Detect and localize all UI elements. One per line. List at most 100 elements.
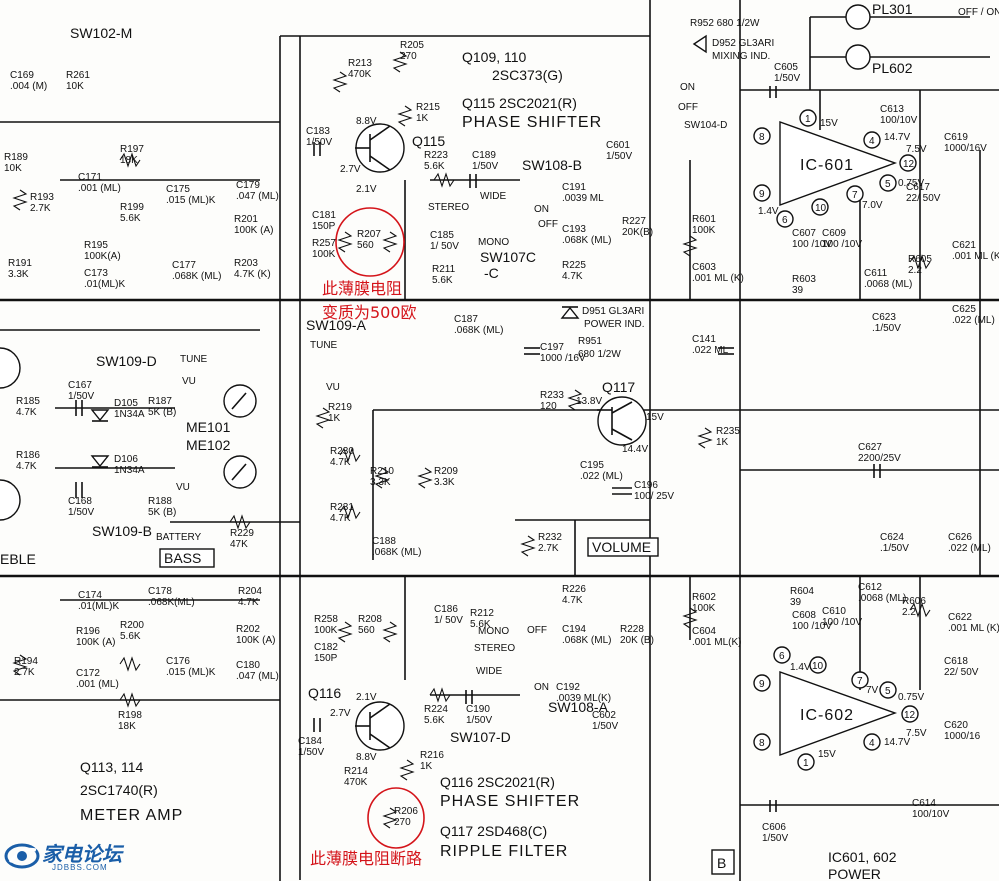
component-ref: C189 xyxy=(472,150,496,161)
component-value: 4.7K xyxy=(330,513,351,524)
component-ref: R231 xyxy=(330,502,354,513)
wide-upper: WIDE xyxy=(480,191,506,202)
passive-component-marks xyxy=(12,51,931,829)
component-ref: R185 xyxy=(16,396,40,407)
volume-label: VOLUME xyxy=(592,539,651,555)
block-b-label: B xyxy=(717,855,726,871)
me101-label: ME101 xyxy=(186,419,231,435)
component-value: 1/50V xyxy=(306,137,332,148)
q115-vb: 2.7V xyxy=(340,164,361,175)
sw104d-label: SW104-D xyxy=(684,120,727,131)
component-value: .047 (ML) xyxy=(236,191,279,202)
component-ref: C622 xyxy=(948,612,972,623)
stereo-lower: STEREO xyxy=(474,643,515,654)
component-ref: C617 xyxy=(906,182,930,193)
component-ref: R204 xyxy=(238,586,262,597)
component-ref: C175 xyxy=(166,184,190,195)
pl602-label: PL602 xyxy=(872,60,913,76)
q117-vb: 13.8V xyxy=(576,396,602,407)
component-value: .001 (ML) xyxy=(76,679,119,690)
component-ref: C611 xyxy=(864,268,888,279)
ic602-pin: 6 xyxy=(779,651,785,662)
ic601-pin: 7 xyxy=(852,190,858,201)
ic601-volt: 14.7V xyxy=(884,132,910,143)
watermark-logo: 家电论坛 JDBBS.COM xyxy=(4,836,154,878)
component-value: 1/50V xyxy=(68,391,94,402)
r951-val: 680 1/2W xyxy=(578,349,621,360)
component-value: 150P xyxy=(312,221,336,232)
component-ref: C627 xyxy=(858,442,882,453)
q115-title: Q115 2SC2021(R) xyxy=(462,95,577,111)
component-value: 100K (A) xyxy=(236,635,275,646)
ic601-volt: 7.0V xyxy=(862,200,883,211)
ic601-pin: 12 xyxy=(903,159,915,170)
component-value: .047 (ML) xyxy=(236,671,279,682)
component-ref: R232 xyxy=(538,532,562,543)
component-ref: C618 xyxy=(944,656,968,667)
component-ref: R229 xyxy=(230,528,254,539)
q117-title: Q117 2SD468(C) xyxy=(440,823,547,839)
component-ref: R197 xyxy=(120,144,144,155)
component-ref: R212 xyxy=(470,608,494,619)
component-value: .001 ML(K) xyxy=(692,637,741,648)
component-value: 1000/16V xyxy=(944,143,987,154)
diode-marks xyxy=(90,34,707,468)
ic-title: IC601, 602 xyxy=(828,849,897,865)
component-ref: R257 xyxy=(312,238,336,249)
component-value: .068K (ML) xyxy=(372,547,421,558)
mono-lower: MONO xyxy=(478,626,509,637)
component-value: 1/50V xyxy=(68,507,94,518)
ic602-pin: 12 xyxy=(904,710,916,721)
component-value: .068K (ML) xyxy=(172,271,221,282)
component-value: 5.6K xyxy=(120,631,141,642)
component-ref: R193 xyxy=(30,192,54,203)
d952-label: D952 GL3ARI xyxy=(712,38,774,49)
component-value: 2200/25V xyxy=(858,453,901,464)
off-on-top: OFF / ON xyxy=(958,7,999,18)
component-ref: C171 xyxy=(78,172,102,183)
component-value: 1000 /16V xyxy=(540,353,586,364)
component-ref: C620 xyxy=(944,720,968,731)
q109-110-label: Q109, 110 xyxy=(462,49,527,65)
q116-role: PHASE SHIFTER xyxy=(440,793,580,810)
on-lower: ON xyxy=(534,682,549,693)
component-value: 10K xyxy=(4,163,22,174)
component-value: .1/50V xyxy=(872,323,901,334)
ic601-pin: 6 xyxy=(782,215,788,226)
component-ref: R206 xyxy=(394,806,418,817)
r952-label: R952 680 1/2W xyxy=(690,18,760,29)
component-ref: C177 xyxy=(172,260,196,271)
component-ref: R196 xyxy=(76,626,100,637)
component-ref: C180 xyxy=(236,660,260,671)
component-value: 4.7K xyxy=(16,407,37,418)
vu-label-upper: VU xyxy=(182,376,196,387)
transistor-q115 xyxy=(355,123,405,173)
component-value: 2.7K xyxy=(30,203,51,214)
component-ref: C613 xyxy=(880,104,904,115)
sw102m-label: SW102-M xyxy=(70,25,132,41)
transistor-q117 xyxy=(597,396,647,446)
sw108b-label: SW108-B xyxy=(522,157,582,173)
component-ref: R200 xyxy=(120,620,144,631)
ic601-pin: 8 xyxy=(759,132,765,143)
d951-label: D951 GL3ARI xyxy=(582,306,644,317)
ic602-pin: 10 xyxy=(812,661,824,672)
component-ref: R198 xyxy=(118,710,142,721)
component-value: .001 (ML) xyxy=(78,183,121,194)
component-value: 5K (B) xyxy=(148,507,176,518)
component-ref: C602 xyxy=(592,710,616,721)
ic602-volt: 15V xyxy=(818,749,836,760)
component-value: 120 xyxy=(540,401,557,412)
q116-title: Q116 2SC2021(R) xyxy=(440,774,555,790)
component-ref: R214 xyxy=(344,766,368,777)
component-ref: C626 xyxy=(948,532,972,543)
ic-601-symbol xyxy=(753,109,917,228)
component-value: 270 xyxy=(394,817,411,828)
component-ref: C174 xyxy=(78,590,102,601)
component-ref: C624 xyxy=(880,532,904,543)
component-ref: R186 xyxy=(16,450,40,461)
q113-114-type: 2SC1740(R) xyxy=(80,782,158,798)
component-ref: R194 xyxy=(14,656,38,667)
vu-label-sw109a: VU xyxy=(326,382,340,393)
